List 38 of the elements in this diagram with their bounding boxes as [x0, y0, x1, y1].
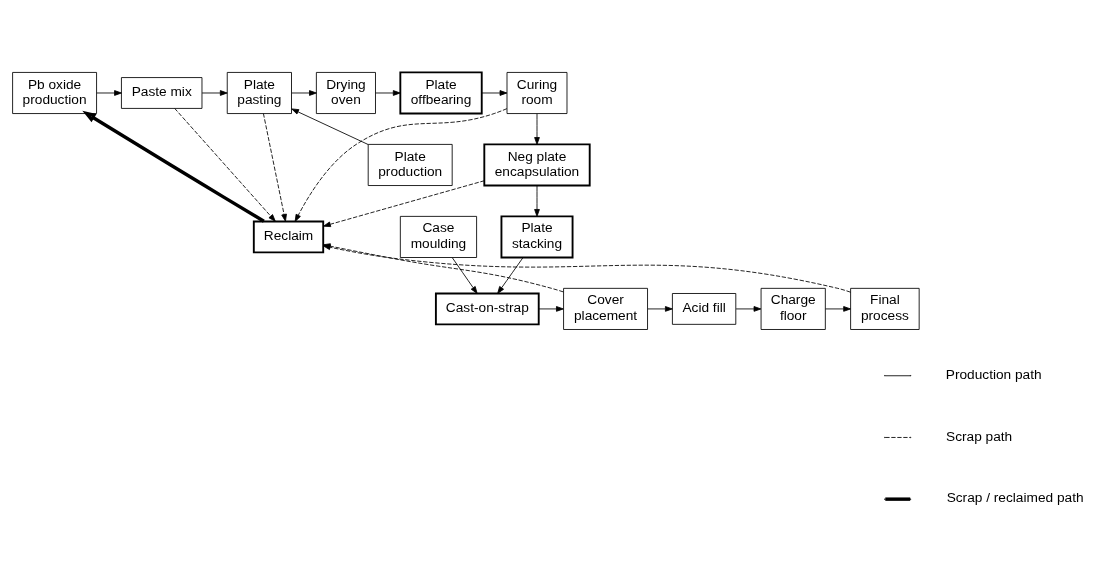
arrow — [201, 89, 228, 96]
legend-label: Scrap path — [946, 428, 1013, 444]
node-box: Final process — [850, 287, 920, 330]
arrow — [291, 108, 369, 145]
arrow — [534, 184, 540, 217]
legend-label: Scrap / reclaimed path — [946, 489, 1084, 505]
node-box: Drying oven — [315, 71, 376, 114]
arrow — [825, 305, 851, 312]
node-box: Plate offbearing — [399, 71, 483, 114]
node-box: Cover placement — [563, 287, 648, 330]
arrow — [291, 89, 317, 96]
node-box: Neg plate encapsulation — [483, 142, 591, 186]
node-box: Pb oxide production — [12, 71, 97, 114]
arrow — [294, 107, 508, 222]
node-box: Reclaim — [252, 220, 325, 253]
node-box: Plate production — [367, 143, 453, 186]
node-box: Charge floor — [760, 287, 826, 330]
arrow — [451, 256, 478, 294]
node-box: Paste mix — [121, 76, 203, 109]
arrow — [481, 89, 508, 96]
node-box: Case moulding — [399, 215, 478, 258]
node-box: Curing room — [506, 71, 568, 114]
arrow — [96, 89, 122, 96]
arrow — [174, 107, 276, 222]
arrow — [82, 110, 265, 223]
node-box: Plate stacking — [500, 214, 574, 258]
arrow — [263, 112, 287, 222]
arrow — [735, 305, 762, 312]
node-box: Cast-on-strap — [434, 292, 540, 325]
node-box: Acid fill — [671, 292, 737, 325]
arrow — [497, 256, 524, 294]
legend-label: Production path — [945, 366, 1042, 382]
node-box: Plate pasting — [226, 71, 292, 114]
arrow — [647, 305, 673, 312]
arrow — [538, 305, 564, 312]
arrow — [375, 89, 401, 96]
arrow — [323, 179, 485, 227]
arrow — [534, 112, 540, 145]
